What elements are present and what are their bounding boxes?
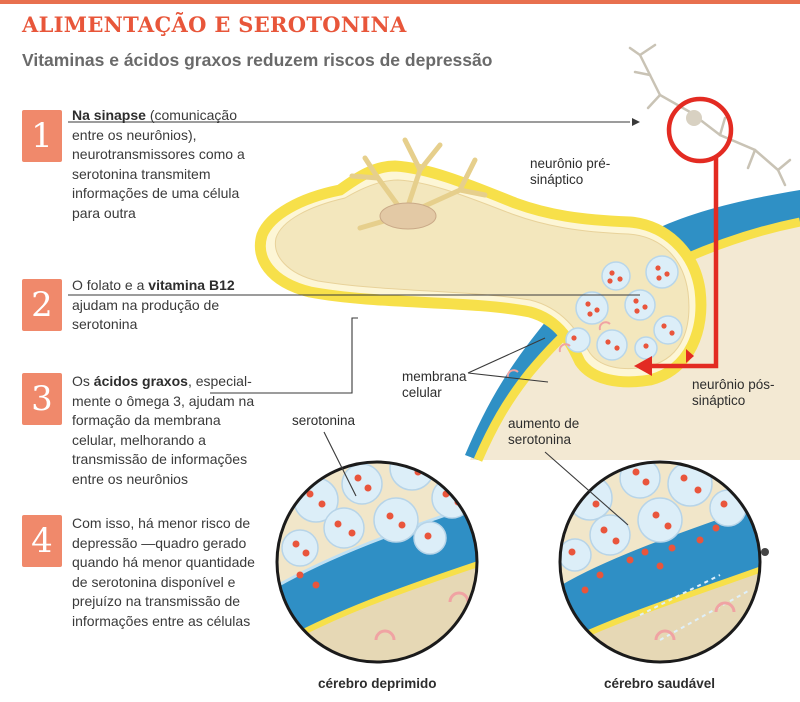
- serotonin-dots-terminal: [571, 265, 675, 351]
- step-2-rest: ajudam na produção de serotonina: [72, 296, 220, 333]
- step-1-badge: 1: [22, 110, 62, 162]
- zoom-connector: [652, 96, 734, 369]
- label-serotonin: serotonina: [292, 413, 356, 428]
- step-3-text: Os ácidos graxos, especial-mente o ômega…: [72, 372, 262, 489]
- neuron-icon: [628, 43, 792, 187]
- step-2-text: O folato e a vitamina B12 ajudam na prod…: [72, 276, 252, 335]
- step-4-badge: 4: [22, 515, 62, 567]
- step-1-rest: (comunicação entre os neurônios), neurot…: [72, 107, 245, 221]
- page-title: ALIMENTAÇÃO E SEROTONINA: [22, 12, 407, 37]
- caption-depressed: cérebro deprimido: [318, 676, 437, 691]
- leader-lines: [68, 121, 640, 526]
- vesicles: [565, 255, 683, 361]
- step-4-text: Com isso, há menor risco de depressão —q…: [72, 514, 260, 631]
- step-3-badge: 3: [22, 373, 62, 425]
- step-4-rest: Com isso, há menor risco de depressão —q…: [72, 515, 255, 629]
- step-2-badge: 2: [22, 279, 62, 331]
- step-2-bold: vitamina B12: [148, 277, 235, 293]
- label-serotonin-increase: aumento de serotonina: [508, 416, 580, 447]
- cell-nucleus: [379, 202, 437, 230]
- label-presynaptic: neurônio pré-sináptico: [530, 156, 611, 187]
- step-3-rest: , especial-mente o ômega 3, ajudam na fo…: [72, 373, 255, 487]
- top-rule: [0, 0, 800, 4]
- page-subtitle: Vitaminas e ácidos graxos reduzem riscos…: [22, 50, 493, 70]
- caption-healthy: cérebro saudável: [604, 676, 716, 691]
- step-3-lead: Os: [72, 373, 94, 389]
- label-membrane: membrana celular: [402, 369, 467, 400]
- step-1-bold: Na sinapse: [72, 107, 146, 123]
- healthy-brain-circle: [560, 462, 760, 662]
- step-2-lead: O folato e a: [72, 277, 149, 293]
- receptors: [506, 321, 611, 379]
- zoom-arrowhead: [634, 356, 652, 376]
- step-3-bold: ácidos graxos: [93, 373, 188, 389]
- dendrite-tree: [349, 137, 488, 231]
- label-postsynaptic: neurônio pós-sináptico: [692, 377, 775, 408]
- step-1-text: Na sinapse (comunicação entre os neurôni…: [72, 106, 267, 223]
- depressed-brain-circle: [277, 462, 477, 662]
